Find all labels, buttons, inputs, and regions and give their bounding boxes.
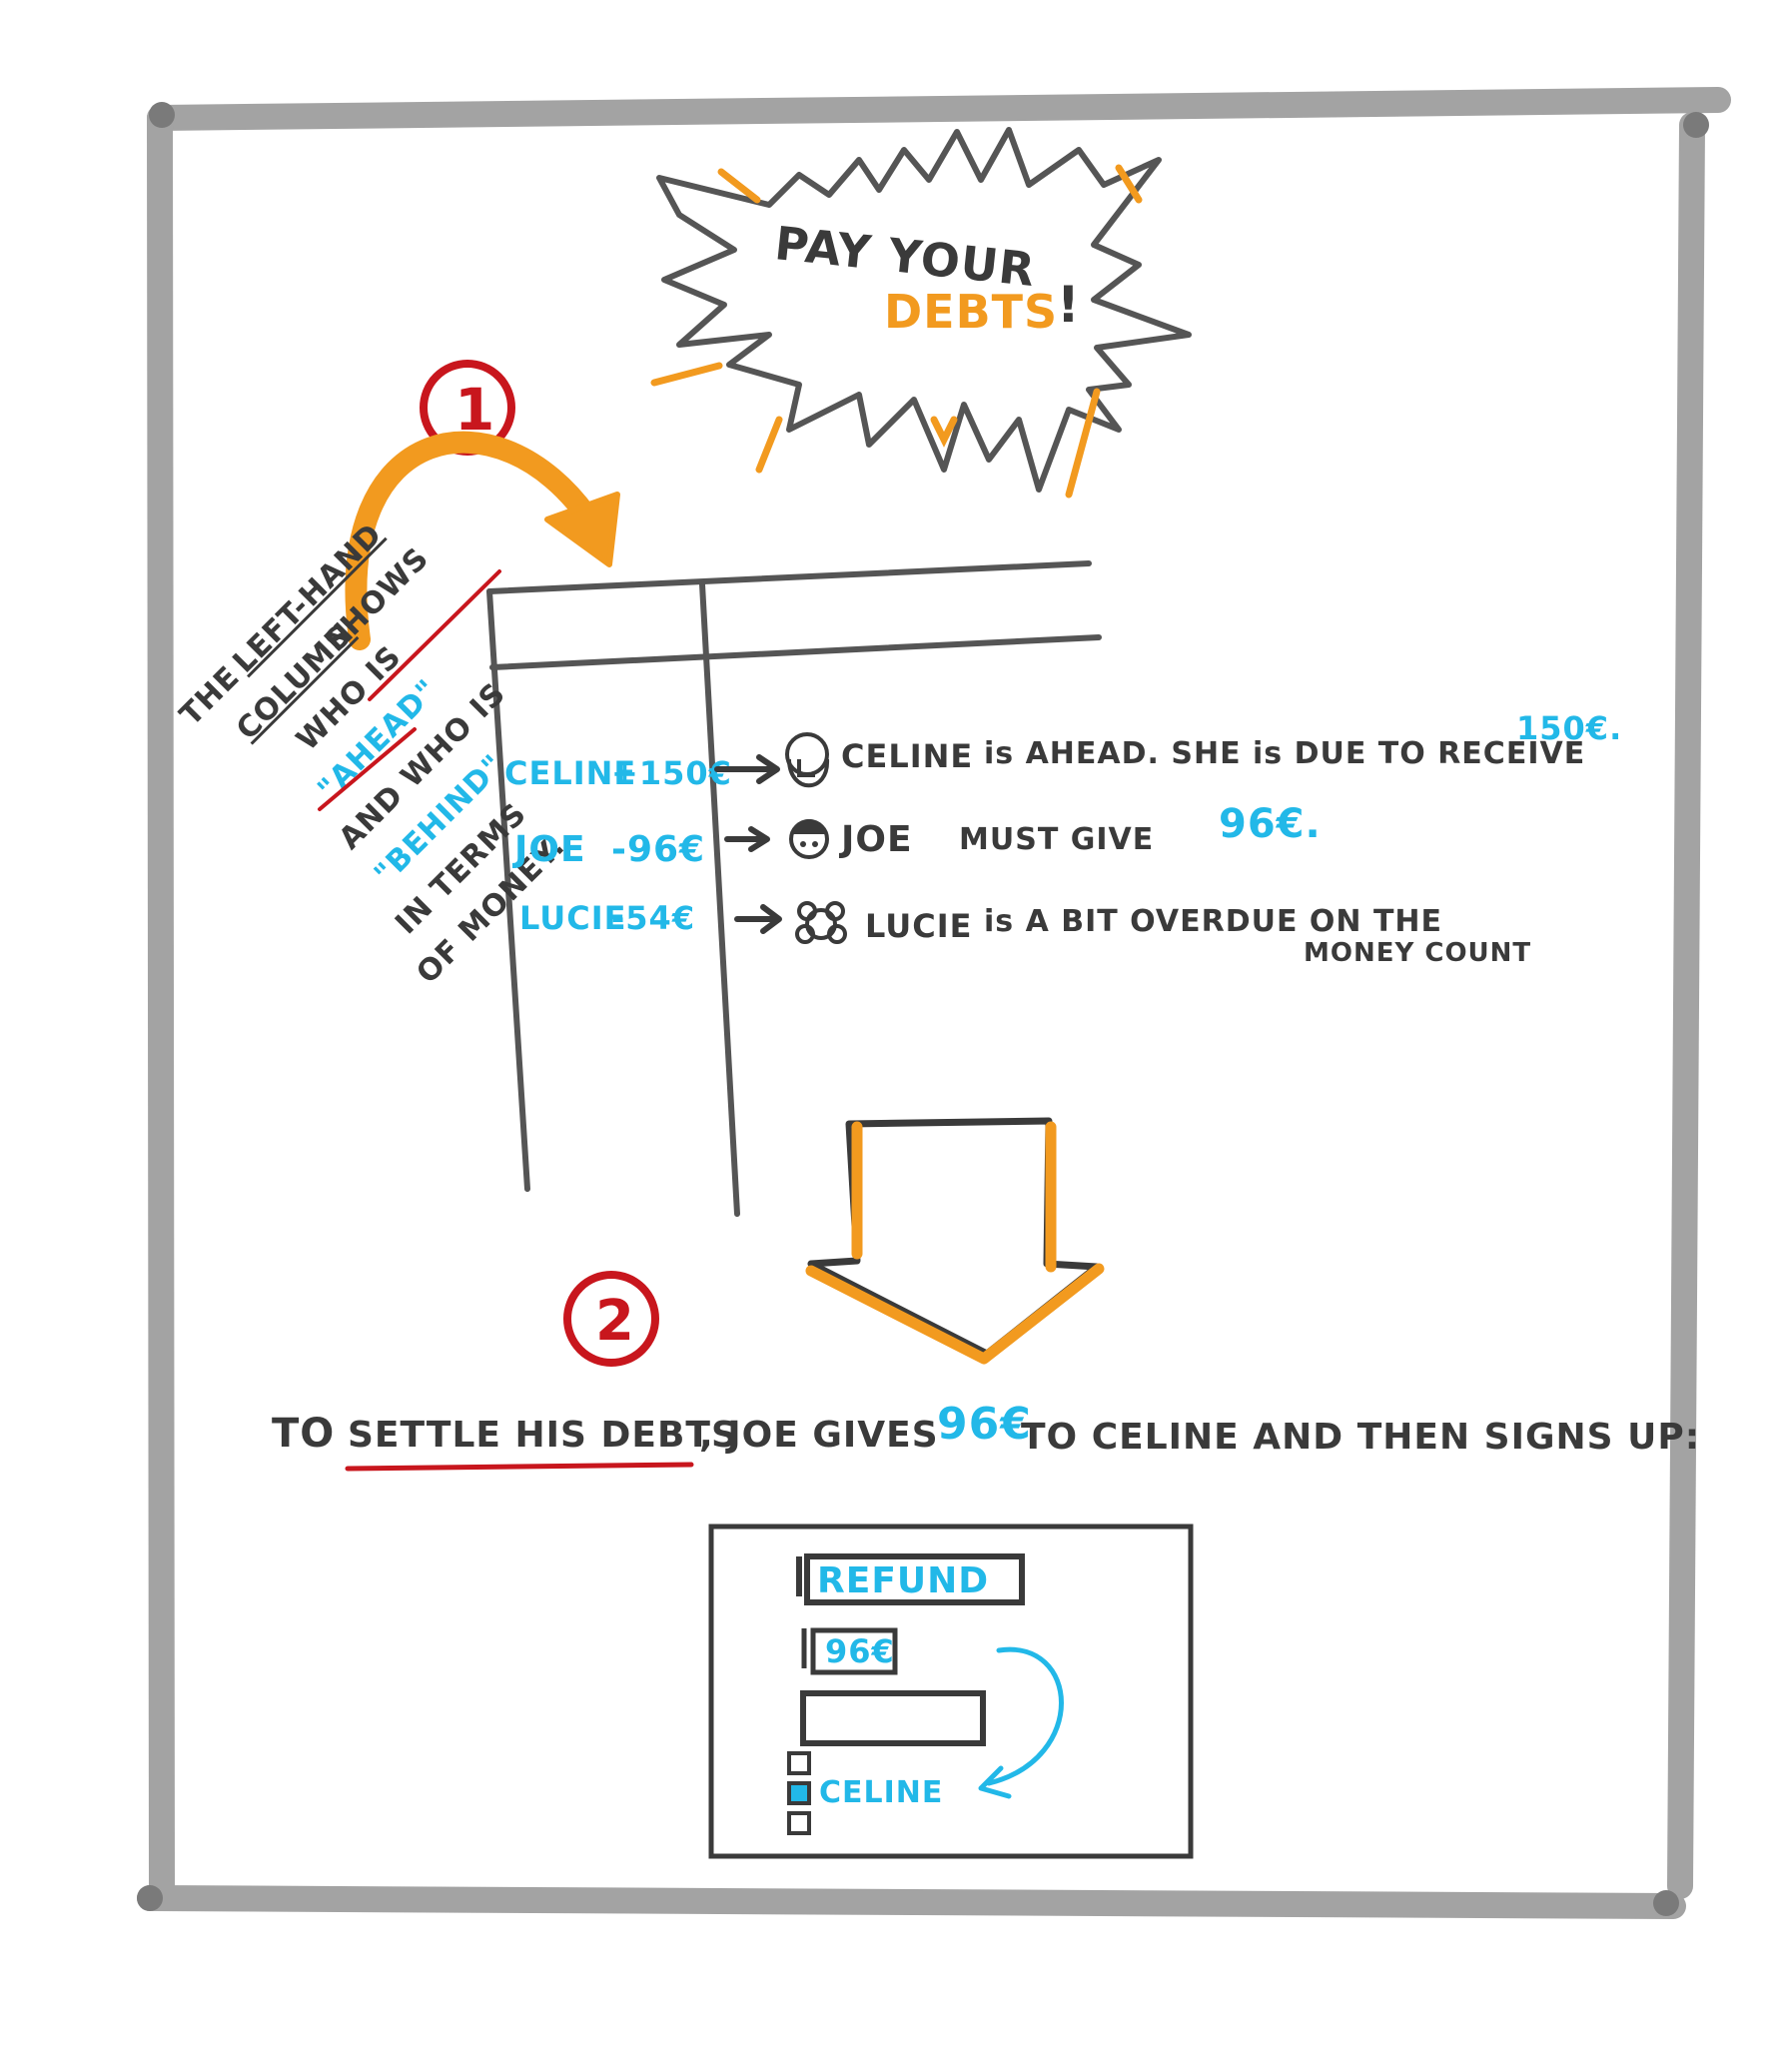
row-arrows [714, 754, 782, 934]
settle-highlight: SETTLE HIS DEBTS [348, 1415, 738, 1456]
balance-list: CELINE +150€ JOE -96€ LUCIE -54€ [504, 754, 732, 937]
checkbox-1[interactable] [787, 1751, 811, 1775]
settle-to: TO [272, 1411, 335, 1457]
explanation-joe: JOE MUST GIVE 96€. [838, 801, 1322, 860]
explanation-lucie-line2: MONEY COUNT [1304, 938, 1531, 968]
title-debts: DEBTS [884, 285, 1058, 339]
explanation-lucie-name: LUCIE [865, 907, 972, 945]
settle-amount: 96€ [937, 1399, 1032, 1450]
checkbox-2[interactable] [787, 1781, 811, 1805]
settle-rest: TO CELINE AND THEN SIGNS UP: [1021, 1417, 1700, 1458]
form-type-value: REFUND [817, 1560, 989, 1601]
explanation-celine-amount: 150€. [1516, 709, 1622, 747]
settle-joe-gives: , JOE GIVES [699, 1415, 939, 1456]
title-burst-icon [650, 127, 1192, 499]
step2-number: 2 [595, 1289, 635, 1354]
down-arrow-icon [805, 1117, 1105, 1365]
checkbox-label-celine: CELINE [819, 1775, 943, 1810]
balance-name-joe: JOE [511, 829, 586, 870]
frame-corners [137, 102, 1709, 1916]
explanation-celine-name: CELINE [841, 737, 973, 775]
step2-badge: 2 [563, 1271, 659, 1367]
explanation-lucie: LUCIE is A BIT OVERDUE ON THE MONEY COUN… [865, 904, 1531, 968]
form-description-field[interactable] [800, 1690, 986, 1746]
settle-sentence: TO SETTLE HIS DEBTS , JOE GIVES 96€ TO C… [272, 1399, 1700, 1472]
explanation-joe-amount: 96€. [1219, 801, 1322, 847]
balance-name-lucie: LUCIE [519, 899, 626, 937]
balance-amount-joe: -96€ [611, 829, 705, 870]
title-exclaim: ! [1057, 276, 1081, 334]
form-type-field[interactable]: REFUND [804, 1553, 1025, 1605]
form-participant-checkboxes: CELINE [787, 1751, 943, 1835]
form-amount-value: 96€ [825, 1632, 895, 1670]
explanation-lucie-text: is A BIT OVERDUE ON THE [984, 904, 1442, 939]
female-avatar-icon [785, 732, 830, 788]
explanation-joe-name: JOE [838, 819, 913, 860]
form-curved-arrow-icon [978, 1646, 1064, 1799]
balance-amount-celine: +150€ [611, 754, 732, 792]
male-avatar-icon [789, 819, 829, 859]
settle-underline [345, 1462, 694, 1472]
checkbox-3[interactable] [787, 1811, 811, 1835]
balance-amount-lucie: -54€ [611, 899, 695, 937]
form-amount-field[interactable]: 96€ [801, 1627, 898, 1675]
balance-table-grid [486, 560, 1102, 1217]
curved-arrow-icon [345, 431, 620, 650]
balance-name-celine: CELINE [504, 754, 636, 792]
explanation-joe-text: MUST GIVE [959, 822, 1154, 857]
note-underlines [318, 569, 501, 811]
explanation-celine-text: is AHEAD. SHE is DUE TO RECEIVE [984, 736, 1585, 771]
explanation-celine: CELINE is AHEAD. SHE is DUE TO RECEIVE 1… [841, 709, 1622, 775]
page-frame [137, 87, 1731, 1919]
refund-form-sketch [708, 1524, 1194, 1859]
curly-hair-avatar-icon [795, 901, 847, 944]
